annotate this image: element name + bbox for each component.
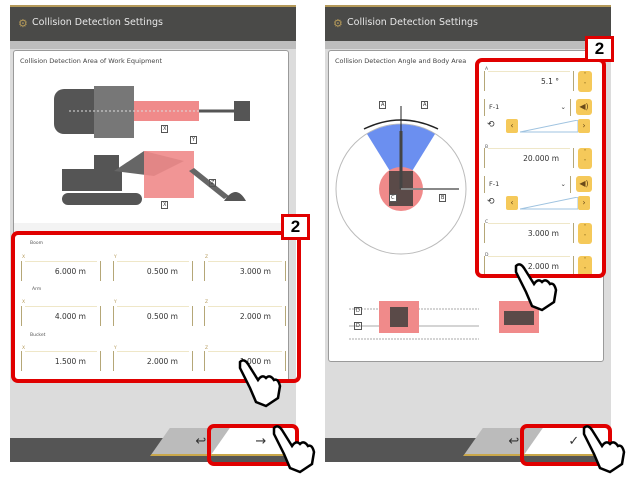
screen-title: Collision Detection Settings bbox=[347, 17, 478, 28]
select-value: F-1 bbox=[489, 180, 500, 188]
boom-y-field[interactable]: 0.500 m bbox=[113, 261, 193, 281]
divider bbox=[10, 41, 296, 49]
volume-up-button[interactable]: › bbox=[578, 196, 590, 210]
axis-label: Y bbox=[114, 255, 117, 260]
axis-label: Z bbox=[205, 255, 209, 260]
volume-level-bar[interactable] bbox=[520, 197, 578, 210]
dim-c-label: C bbox=[389, 194, 397, 202]
speaker-icon[interactable]: ◀) bbox=[576, 99, 592, 115]
angle-a-label: A bbox=[379, 101, 387, 109]
highlight-box bbox=[11, 231, 301, 383]
boom-x-field[interactable]: 6.000 m bbox=[21, 261, 101, 281]
bucket-x-field[interactable]: 1.500 m bbox=[21, 351, 101, 371]
axis-label: X bbox=[22, 255, 26, 260]
divider bbox=[325, 41, 611, 49]
body-front-zone bbox=[379, 301, 419, 333]
alarm-a-pattern-select[interactable]: F-1 ⌄ bbox=[484, 99, 571, 116]
section-label-arm: Arm bbox=[32, 287, 42, 292]
section-label-bucket: Bucket bbox=[30, 333, 46, 338]
step-badge: 2 bbox=[585, 36, 614, 62]
repeat-icon[interactable]: ⟲ bbox=[487, 120, 495, 130]
bucket-y-field[interactable]: 2.000 m bbox=[113, 351, 193, 371]
dim-x-label: X bbox=[161, 125, 169, 133]
dim-y-label: Y bbox=[190, 136, 198, 144]
dim-d-label: D bbox=[354, 322, 362, 330]
chevron-down-icon: ⌄ bbox=[560, 180, 566, 188]
gear-icon: ⚙ bbox=[18, 17, 28, 30]
volume-level-bar[interactable] bbox=[520, 120, 578, 133]
gear-icon: ⚙ bbox=[333, 17, 343, 30]
dim-b-label: B bbox=[439, 194, 447, 202]
arm-y-field[interactable]: 0.500 m bbox=[113, 306, 193, 326]
dim-d-label: D bbox=[354, 307, 362, 315]
height-d-stepper[interactable]: ˄˅ bbox=[578, 256, 592, 277]
arm-x-field[interactable]: 4.000 m bbox=[21, 306, 101, 326]
volume-up-button[interactable]: › bbox=[578, 119, 590, 133]
arm-z-field[interactable]: 2.000 m bbox=[204, 306, 286, 326]
body-side-zone bbox=[499, 301, 539, 333]
dim-x-side-label: X bbox=[161, 201, 169, 209]
excavator-top-view bbox=[54, 86, 250, 138]
title-bar: ⚙ Collision Detection Settings bbox=[325, 5, 611, 41]
axis-label: Y bbox=[114, 300, 117, 305]
pointing-hand-icon bbox=[238, 359, 282, 408]
angle-a-label: A bbox=[421, 101, 429, 109]
alarm-b-pattern-select[interactable]: F-1 ⌄ bbox=[484, 176, 571, 193]
axis-label: X bbox=[22, 300, 26, 305]
highlight-box bbox=[475, 58, 606, 278]
axis-label: Z bbox=[205, 300, 209, 305]
step-badge: 2 bbox=[281, 214, 310, 240]
right-screen: ⚙ Collision Detection Settings Collision… bbox=[325, 5, 611, 462]
field-label-b: B bbox=[485, 145, 488, 150]
field-label-d: D bbox=[485, 253, 488, 258]
distance-c-stepper[interactable]: ˄˅ bbox=[578, 223, 592, 244]
volume-down-button[interactable]: ‹ bbox=[506, 196, 518, 210]
screen-title: Collision Detection Settings bbox=[32, 17, 163, 28]
back-icon: ↩ bbox=[508, 433, 520, 449]
repeat-icon[interactable]: ⟲ bbox=[487, 197, 495, 207]
volume-down-button[interactable]: ‹ bbox=[506, 119, 518, 133]
axis-label: Y bbox=[114, 346, 117, 351]
panel-title: Collision Detection Area of Work Equipme… bbox=[20, 57, 163, 65]
title-bar: ⚙ Collision Detection Settings bbox=[10, 5, 296, 41]
left-screen: ⚙ Collision Detection Settings Collision… bbox=[10, 5, 296, 462]
field-label-c: C bbox=[485, 220, 488, 225]
back-icon: ↩ bbox=[195, 433, 207, 449]
excavator-side-view bbox=[62, 151, 246, 205]
work-equipment-diagram bbox=[54, 86, 250, 205]
height-d-field[interactable]: 2.000 m bbox=[484, 256, 574, 276]
angle-a-stepper[interactable]: ˄˅ bbox=[578, 71, 592, 92]
axis-label: X bbox=[22, 346, 26, 351]
field-label-a: A bbox=[485, 67, 489, 72]
boom-z-field[interactable]: 3.000 m bbox=[204, 261, 286, 281]
distance-c-field[interactable]: 3.000 m bbox=[484, 223, 574, 243]
angle-a-field[interactable]: 5.1 ° bbox=[484, 71, 574, 91]
section-label-boom: Boom bbox=[30, 241, 43, 246]
select-value: F-1 bbox=[489, 103, 500, 111]
pointing-hand-icon bbox=[272, 425, 316, 474]
distance-b-stepper[interactable]: ˄˅ bbox=[578, 148, 592, 169]
chevron-down-icon: ⌄ bbox=[560, 103, 566, 111]
dim-z-label: Z bbox=[209, 179, 217, 187]
panel-title: Collision Detection Angle and Body Area bbox=[335, 57, 467, 65]
speaker-icon[interactable]: ◀) bbox=[576, 176, 592, 192]
pointing-hand-icon bbox=[582, 425, 626, 474]
pointing-hand-icon bbox=[514, 263, 558, 312]
distance-b-field[interactable]: 20.000 m bbox=[484, 148, 574, 168]
axis-label: Z bbox=[205, 346, 209, 351]
